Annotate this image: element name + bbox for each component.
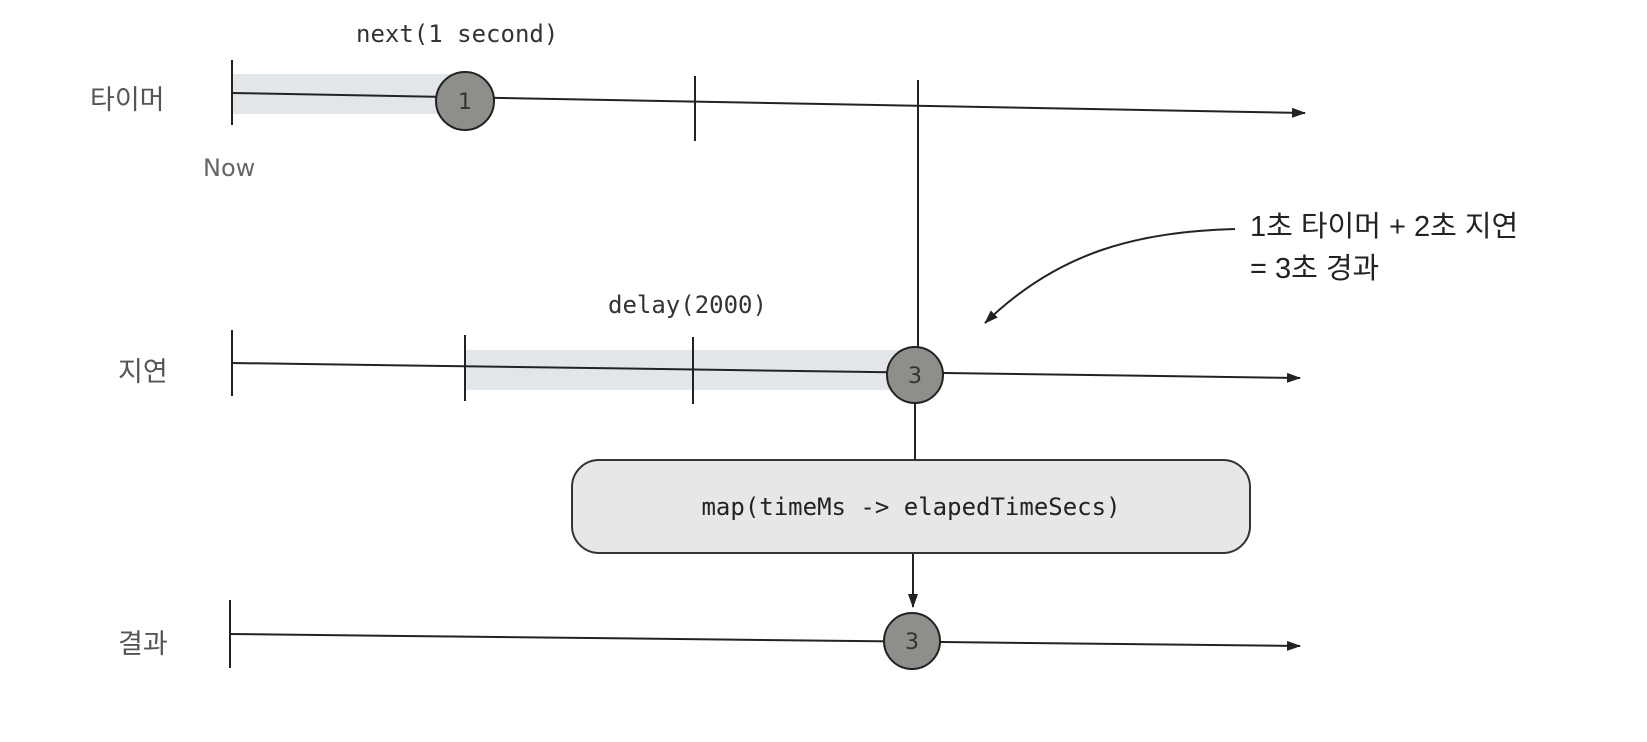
delay-operator-label: delay(2000): [608, 291, 767, 319]
delay-timeline: [231, 362, 1301, 383]
result-timeline: [229, 633, 1301, 651]
result-lane-label: 결과: [118, 629, 168, 660]
map-operator-label: map(timeMs -> elapedTimeSecs): [701, 492, 1121, 521]
timer-lane-label: 타이머: [90, 85, 165, 116]
annotation-line-2: = 3초 경과: [1250, 253, 1380, 285]
delay-lane-label: 지연: [118, 357, 168, 388]
next-operator-label: next(1 second): [356, 20, 559, 48]
timer-marble: 1: [435, 71, 495, 131]
annotation-arrow: [984, 228, 1236, 324]
timer-marble-label: 1: [458, 90, 472, 115]
result-marble: 3: [883, 612, 941, 670]
delay-marble: 3: [886, 346, 944, 404]
now-marker-label: Now: [203, 154, 256, 182]
map-operator-box: map(timeMs -> elapedTimeSecs): [571, 459, 1251, 554]
timer-timeline: [231, 92, 1306, 118]
annotation-line-1: 1초 타이머 + 2초 지연: [1250, 211, 1519, 243]
delay-marble-label: 3: [908, 364, 922, 389]
result-marble-label: 3: [905, 630, 919, 655]
